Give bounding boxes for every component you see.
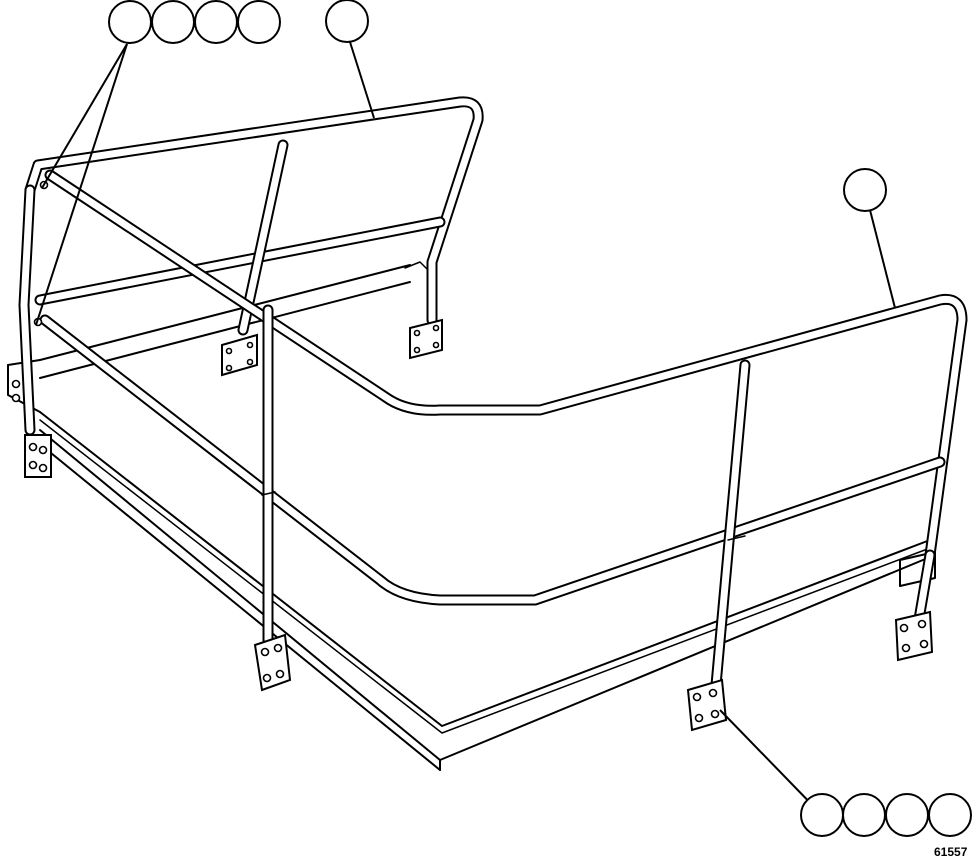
mount-bracket-back-right <box>409 318 443 360</box>
callout-circle <box>885 793 929 837</box>
callout-circle <box>928 793 972 837</box>
callout-group-top-left <box>108 0 281 44</box>
mount-bracket-back-center <box>221 333 258 377</box>
figure-number: 61557 <box>934 845 968 859</box>
callout-circle <box>108 0 152 44</box>
callout-circle <box>237 0 281 44</box>
callout-circle <box>800 793 844 837</box>
mount-bracket-front-right <box>686 678 728 732</box>
platform-base <box>7 261 936 771</box>
mount-bracket-right-end <box>894 610 934 662</box>
callout-circle <box>151 0 195 44</box>
callout-right-rail <box>843 168 887 212</box>
mount-bracket-left <box>11 379 52 478</box>
callout-top-rail <box>325 0 369 43</box>
callout-group-bottom-right <box>800 793 972 837</box>
callout-circle <box>842 793 886 837</box>
leader-lines <box>35 41 896 816</box>
back-guard-rail <box>18 96 484 436</box>
front-guard-rail <box>39 169 968 691</box>
callout-circle <box>194 0 238 44</box>
mount-bracket-front-center <box>253 633 292 692</box>
